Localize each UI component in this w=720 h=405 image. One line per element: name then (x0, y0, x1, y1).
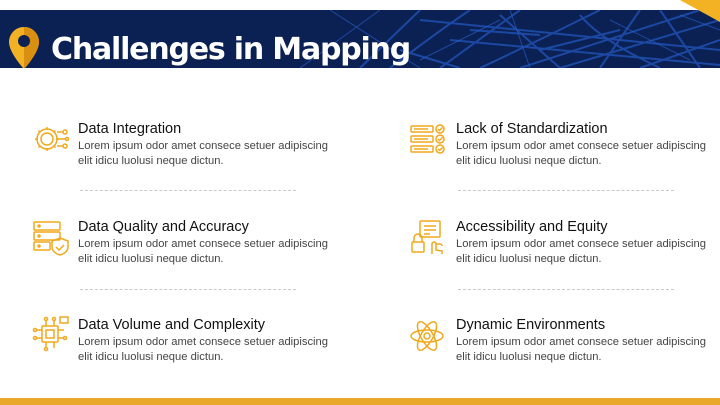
server-shield-icon (33, 221, 69, 256)
dashed-divider (458, 190, 674, 191)
dashed-divider (80, 190, 296, 191)
challenge-description: Lorem ipsum odor amet consece setuer adi… (456, 336, 706, 363)
challenge-heading: Data Integration (78, 121, 182, 137)
atom-icon (410, 321, 444, 351)
challenge-item-lack-of-standardization: Lack of Standardization Lorem ipsum odor… (410, 120, 710, 170)
checklist-icon (410, 124, 445, 154)
challenge-heading: Data Quality and Accuracy (78, 219, 249, 235)
page-title: Challenges in Mapping (51, 32, 411, 67)
dashed-divider (80, 289, 296, 290)
challenge-item-data-integration: Data Integration Lorem ipsum odor amet c… (32, 120, 332, 170)
street-map-background (299, 10, 720, 68)
challenge-heading: Lack of Standardization (456, 121, 608, 137)
dashed-divider (458, 289, 674, 290)
challenge-description: Lorem ipsum odor amet consece setuer adi… (456, 140, 706, 167)
footer-accent-bar (0, 398, 720, 405)
challenge-heading: Data Volume and Complexity (78, 317, 265, 333)
challenge-description: Lorem ipsum odor amet consece setuer adi… (456, 238, 706, 265)
header-banner: Challenges in Mapping (0, 10, 720, 68)
challenge-item-data-quality: Data Quality and Accuracy Lorem ipsum od… (32, 218, 332, 268)
lock-hand-icon (411, 220, 443, 254)
corner-accent (680, 0, 720, 22)
challenge-item-data-volume: Data Volume and Complexity Lorem ipsum o… (32, 316, 332, 366)
location-pin-icon (9, 27, 39, 68)
challenge-item-dynamic-environments: Dynamic Environments Lorem ipsum odor am… (410, 316, 710, 366)
challenge-item-accessibility: Accessibility and Equity Lorem ipsum odo… (410, 218, 710, 268)
gear-network-icon (35, 127, 70, 151)
circuit-chip-icon (32, 316, 69, 352)
challenge-description: Lorem ipsum odor amet consece setuer adi… (78, 336, 328, 363)
challenge-description: Lorem ipsum odor amet consece setuer adi… (78, 140, 328, 167)
challenge-heading: Dynamic Environments (456, 317, 606, 333)
challenge-heading: Accessibility and Equity (456, 219, 608, 235)
challenge-description: Lorem ipsum odor amet consece setuer adi… (78, 238, 328, 265)
